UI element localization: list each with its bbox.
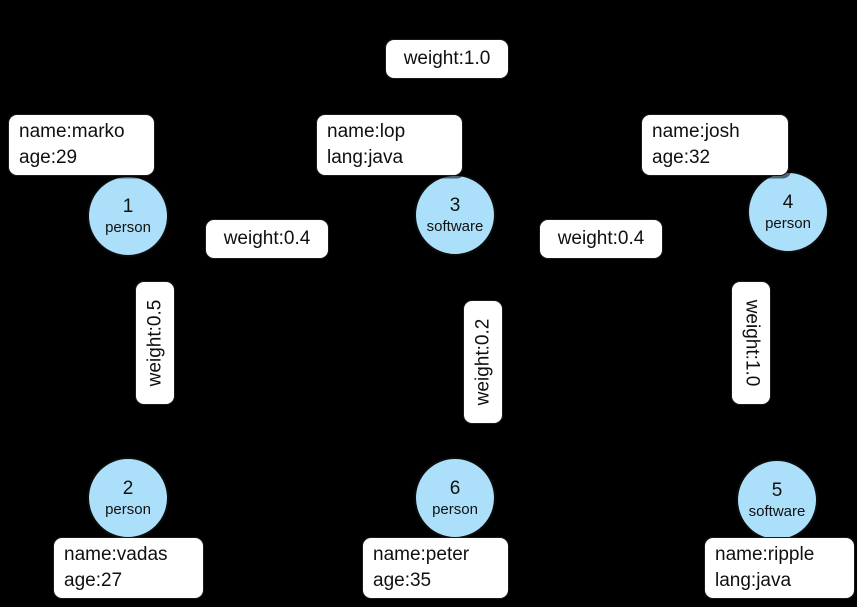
node-6[interactable]: 6 person [414, 457, 496, 539]
property-line: age:27 [64, 570, 123, 591]
property-line: name:peter [373, 544, 470, 565]
property-box-node-3[interactable]: name:lop lang:java [316, 114, 463, 176]
node-label: person [105, 500, 151, 518]
edge-label-1-to-2-weight[interactable]: weight:0.5 [135, 281, 175, 405]
property-box-node-1[interactable]: name:marko age:29 [8, 114, 155, 176]
property-box-node-2[interactable]: name:vadas age:27 [53, 537, 204, 599]
node-3[interactable]: 3 software [414, 174, 496, 256]
property-line: name:vadas [64, 544, 168, 565]
node-label: software [426, 217, 484, 235]
edge-weight-text: weight:0.5 [144, 299, 165, 387]
edge-4-to-5 [771, 252, 787, 461]
node-id: 6 [449, 477, 461, 499]
node-label: software [748, 502, 806, 520]
property-line: name:josh [652, 121, 740, 142]
node-1[interactable]: 1 person [87, 175, 169, 257]
node-label: person [432, 500, 478, 518]
property-box-node-6[interactable]: name:peter age:35 [362, 537, 509, 599]
node-label: person [765, 214, 811, 232]
property-line: name:ripple [715, 544, 815, 565]
edge-weight-text: weight:0.4 [223, 228, 311, 249]
property-line: lang:java [715, 570, 792, 591]
property-line: age:29 [19, 147, 78, 168]
edge-3-to-4 [495, 205, 749, 220]
property-line: age:32 [652, 147, 711, 168]
node-2[interactable]: 2 person [87, 457, 169, 539]
node-id: 1 [122, 195, 134, 217]
node-id: 2 [122, 477, 134, 499]
property-line: age:35 [373, 570, 432, 591]
node-5[interactable]: 5 software [736, 459, 818, 541]
node-id: 3 [449, 194, 461, 216]
node-id: 5 [771, 479, 783, 501]
edge-weight-text: weight:1.0 [403, 48, 491, 69]
node-4[interactable]: 4 person [747, 171, 829, 253]
node-id: 4 [782, 191, 794, 213]
edge-label-4-to-5-weight[interactable]: weight:1.0 [731, 281, 771, 405]
property-line: name:marko [19, 121, 125, 142]
edge-weight-text: weight:0.2 [472, 318, 493, 406]
edge-label-3-to-4-weight[interactable]: weight:0.4 [539, 219, 663, 259]
edge-label-top-weight[interactable]: weight:1.0 [385, 39, 509, 79]
edge-label-1-to-3-weight[interactable]: weight:0.4 [205, 219, 329, 259]
property-box-node-4[interactable]: name:josh age:32 [641, 114, 789, 176]
edge-label-6-to-3-weight[interactable]: weight:0.2 [463, 300, 503, 424]
property-line: lang:java [327, 147, 404, 168]
node-label: person [105, 218, 151, 236]
edge-weight-text: weight:0.4 [557, 228, 645, 249]
edge-weight-text: weight:1.0 [741, 299, 762, 387]
property-box-node-5[interactable]: name:ripple lang:java [704, 537, 855, 599]
edge-1-to-3 [168, 208, 416, 223]
property-line: name:lop [327, 121, 406, 142]
